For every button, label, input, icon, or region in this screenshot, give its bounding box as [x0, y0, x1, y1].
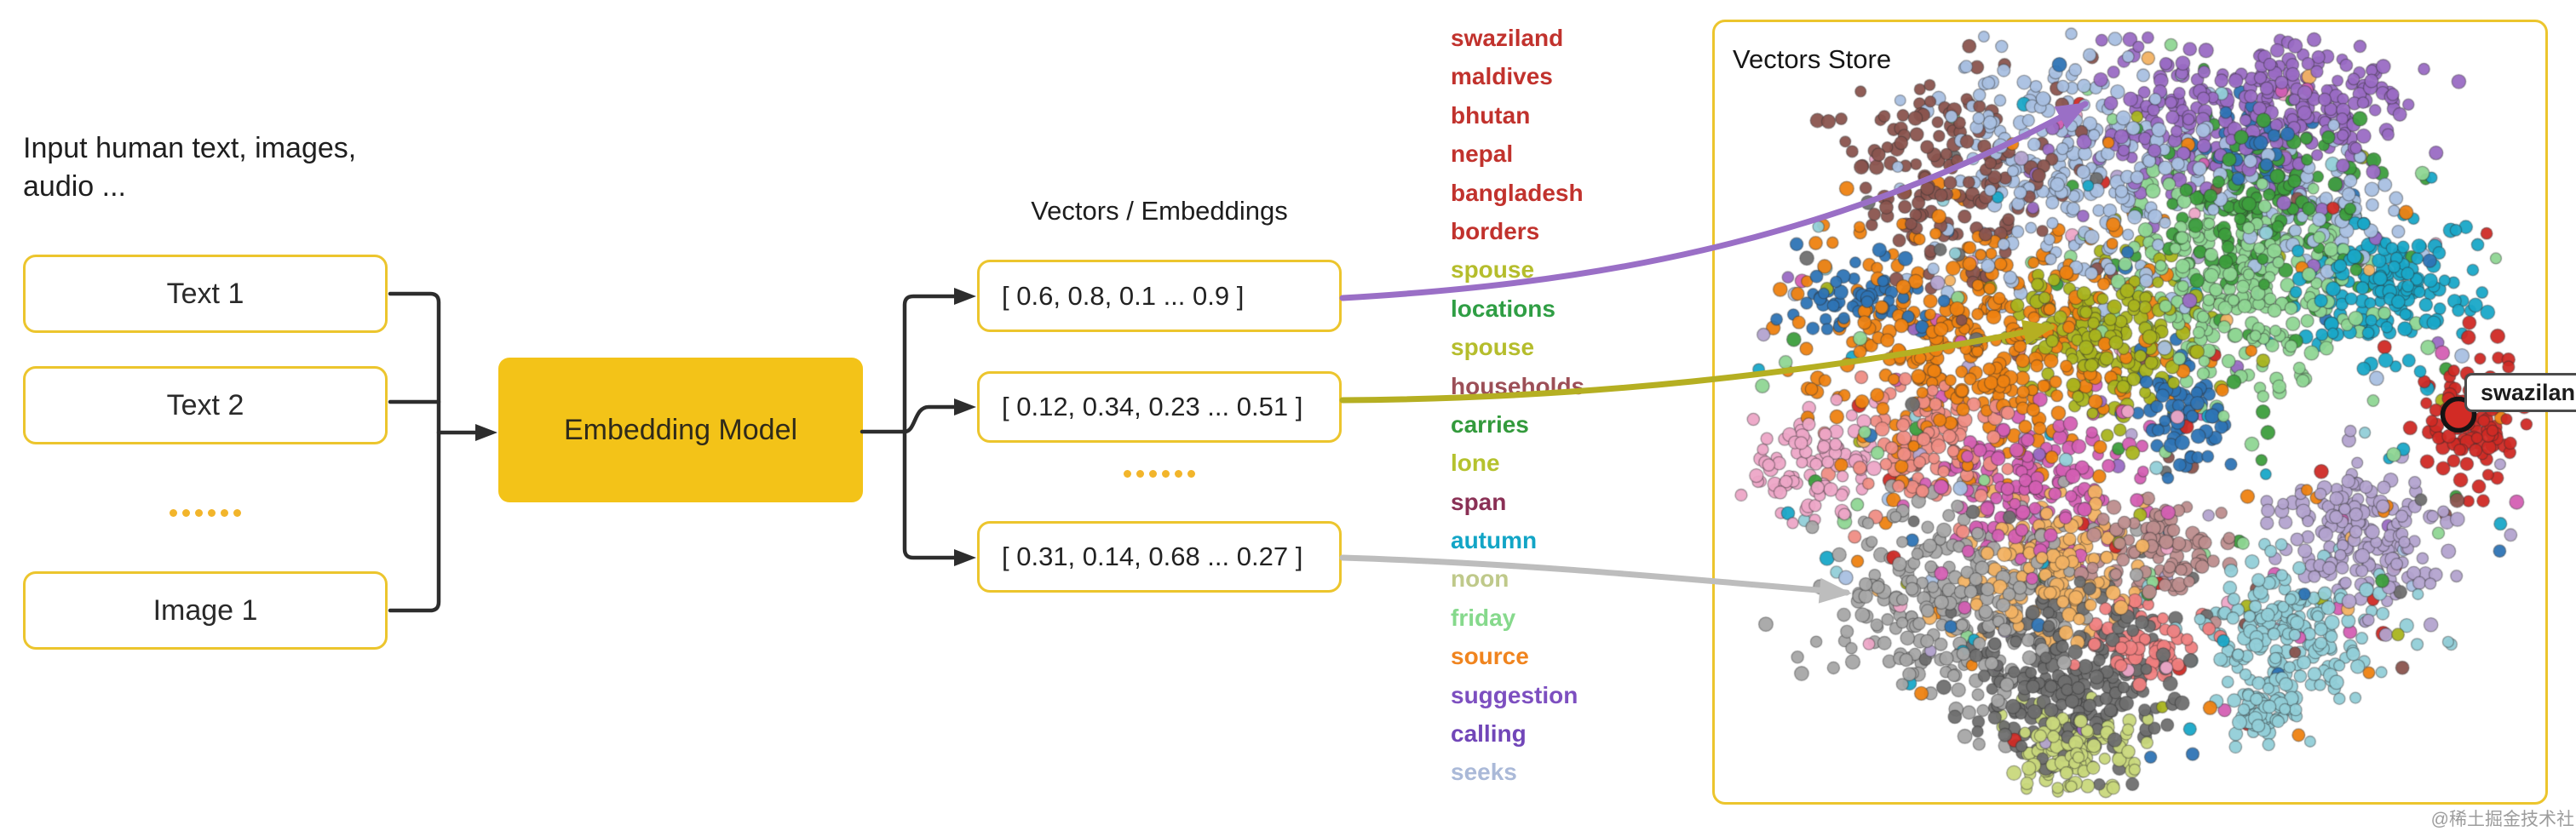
word-item-seeks: seeks [1451, 759, 1517, 786]
word-item-calling: calling [1451, 720, 1527, 748]
word-item-bhutan: bhutan [1451, 101, 1531, 129]
vector-box-3: [ 0.31, 0.14, 0.68 ... 0.27 ] [977, 521, 1342, 593]
vector-box-1-value: [ 0.6, 0.8, 0.1 ... 0.9 ] [1002, 280, 1245, 311]
vector-box-2: [ 0.12, 0.34, 0.23 ... 0.51 ] [977, 371, 1342, 443]
word-item-households: households [1451, 372, 1585, 399]
word-item-spouse: spouse [1451, 256, 1535, 284]
word-item-lone: lone [1451, 450, 1500, 477]
ellipsis-dot [195, 509, 203, 517]
input-box-text2-label: Text 2 [166, 388, 244, 421]
input-box-image1-label: Image 1 [152, 593, 258, 627]
input-box-text1: Text 1 [23, 255, 388, 333]
input-label-line1: Input human text, images, [23, 132, 357, 164]
vector-box-1: [ 0.6, 0.8, 0.1 ... 0.9 ] [977, 260, 1342, 332]
word-item-locations: locations [1451, 295, 1555, 322]
ellipsis-dot [1124, 470, 1131, 478]
vectors-embeddings-title: Vectors / Embeddings [1031, 196, 1288, 226]
word-item-spouse: spouse [1451, 334, 1535, 361]
ellipsis-dot [221, 509, 228, 517]
embedding-model-label: Embedding Model [563, 413, 798, 446]
word-item-swaziland: swaziland [1451, 25, 1564, 51]
word-item-span: span [1451, 488, 1507, 515]
word-item-nepal: nepal [1451, 140, 1514, 168]
word-item-source: source [1451, 643, 1529, 670]
ellipsis-dot [1162, 470, 1170, 478]
word-item-autumn: autumn [1451, 527, 1538, 554]
input-label-line2: audio ... [23, 170, 126, 203]
embedding-model-box: Embedding Model [498, 358, 863, 502]
word-item-bangladesh: bangladesh [1451, 179, 1584, 206]
word-item-friday: friday [1451, 604, 1516, 631]
vectors-ellipsis-dots [977, 470, 1342, 478]
ellipsis-dot [182, 509, 190, 517]
ellipsis-dot [233, 509, 241, 517]
point-tooltip: swaziland [2464, 373, 2576, 412]
input-section-label: Input human text, images, audio ... [23, 129, 415, 206]
word-item-suggestion: suggestion [1451, 681, 1578, 708]
point-tooltip-label: swaziland [2481, 379, 2576, 405]
word-item-borders: borders [1451, 217, 1540, 244]
word-list: swaziland maldives bhutan nepal bangladesh bo… [1451, 19, 1584, 792]
ellipsis-dot [208, 509, 216, 517]
embedding-scatter-canvas[interactable] [1715, 22, 2545, 802]
ellipsis-dot [1149, 470, 1157, 478]
input-box-text1-label: Text 1 [166, 277, 244, 310]
vectors-store-title: Vectors Store [1733, 44, 1892, 74]
ellipsis-dot [1136, 470, 1144, 478]
word-item-noon: noon [1451, 565, 1509, 593]
ellipsis-dot [1187, 470, 1195, 478]
ellipsis-dot [170, 509, 177, 517]
input-ellipsis-dots [23, 509, 388, 517]
vector-box-3-value: [ 0.31, 0.14, 0.68 ... 0.27 ] [1002, 542, 1303, 571]
input-box-text2: Text 2 [23, 366, 388, 444]
input-box-image1: Image 1 [23, 571, 388, 650]
ellipsis-dot [1175, 470, 1182, 478]
vectors-store-box [1712, 20, 2548, 805]
watermark-text: @稀土掘金技术社区 [2430, 810, 2574, 829]
word-item-carries: carries [1451, 410, 1529, 438]
vector-box-2-value: [ 0.12, 0.34, 0.23 ... 0.51 ] [1002, 392, 1303, 421]
word-item-maldives: maldives [1451, 63, 1553, 90]
